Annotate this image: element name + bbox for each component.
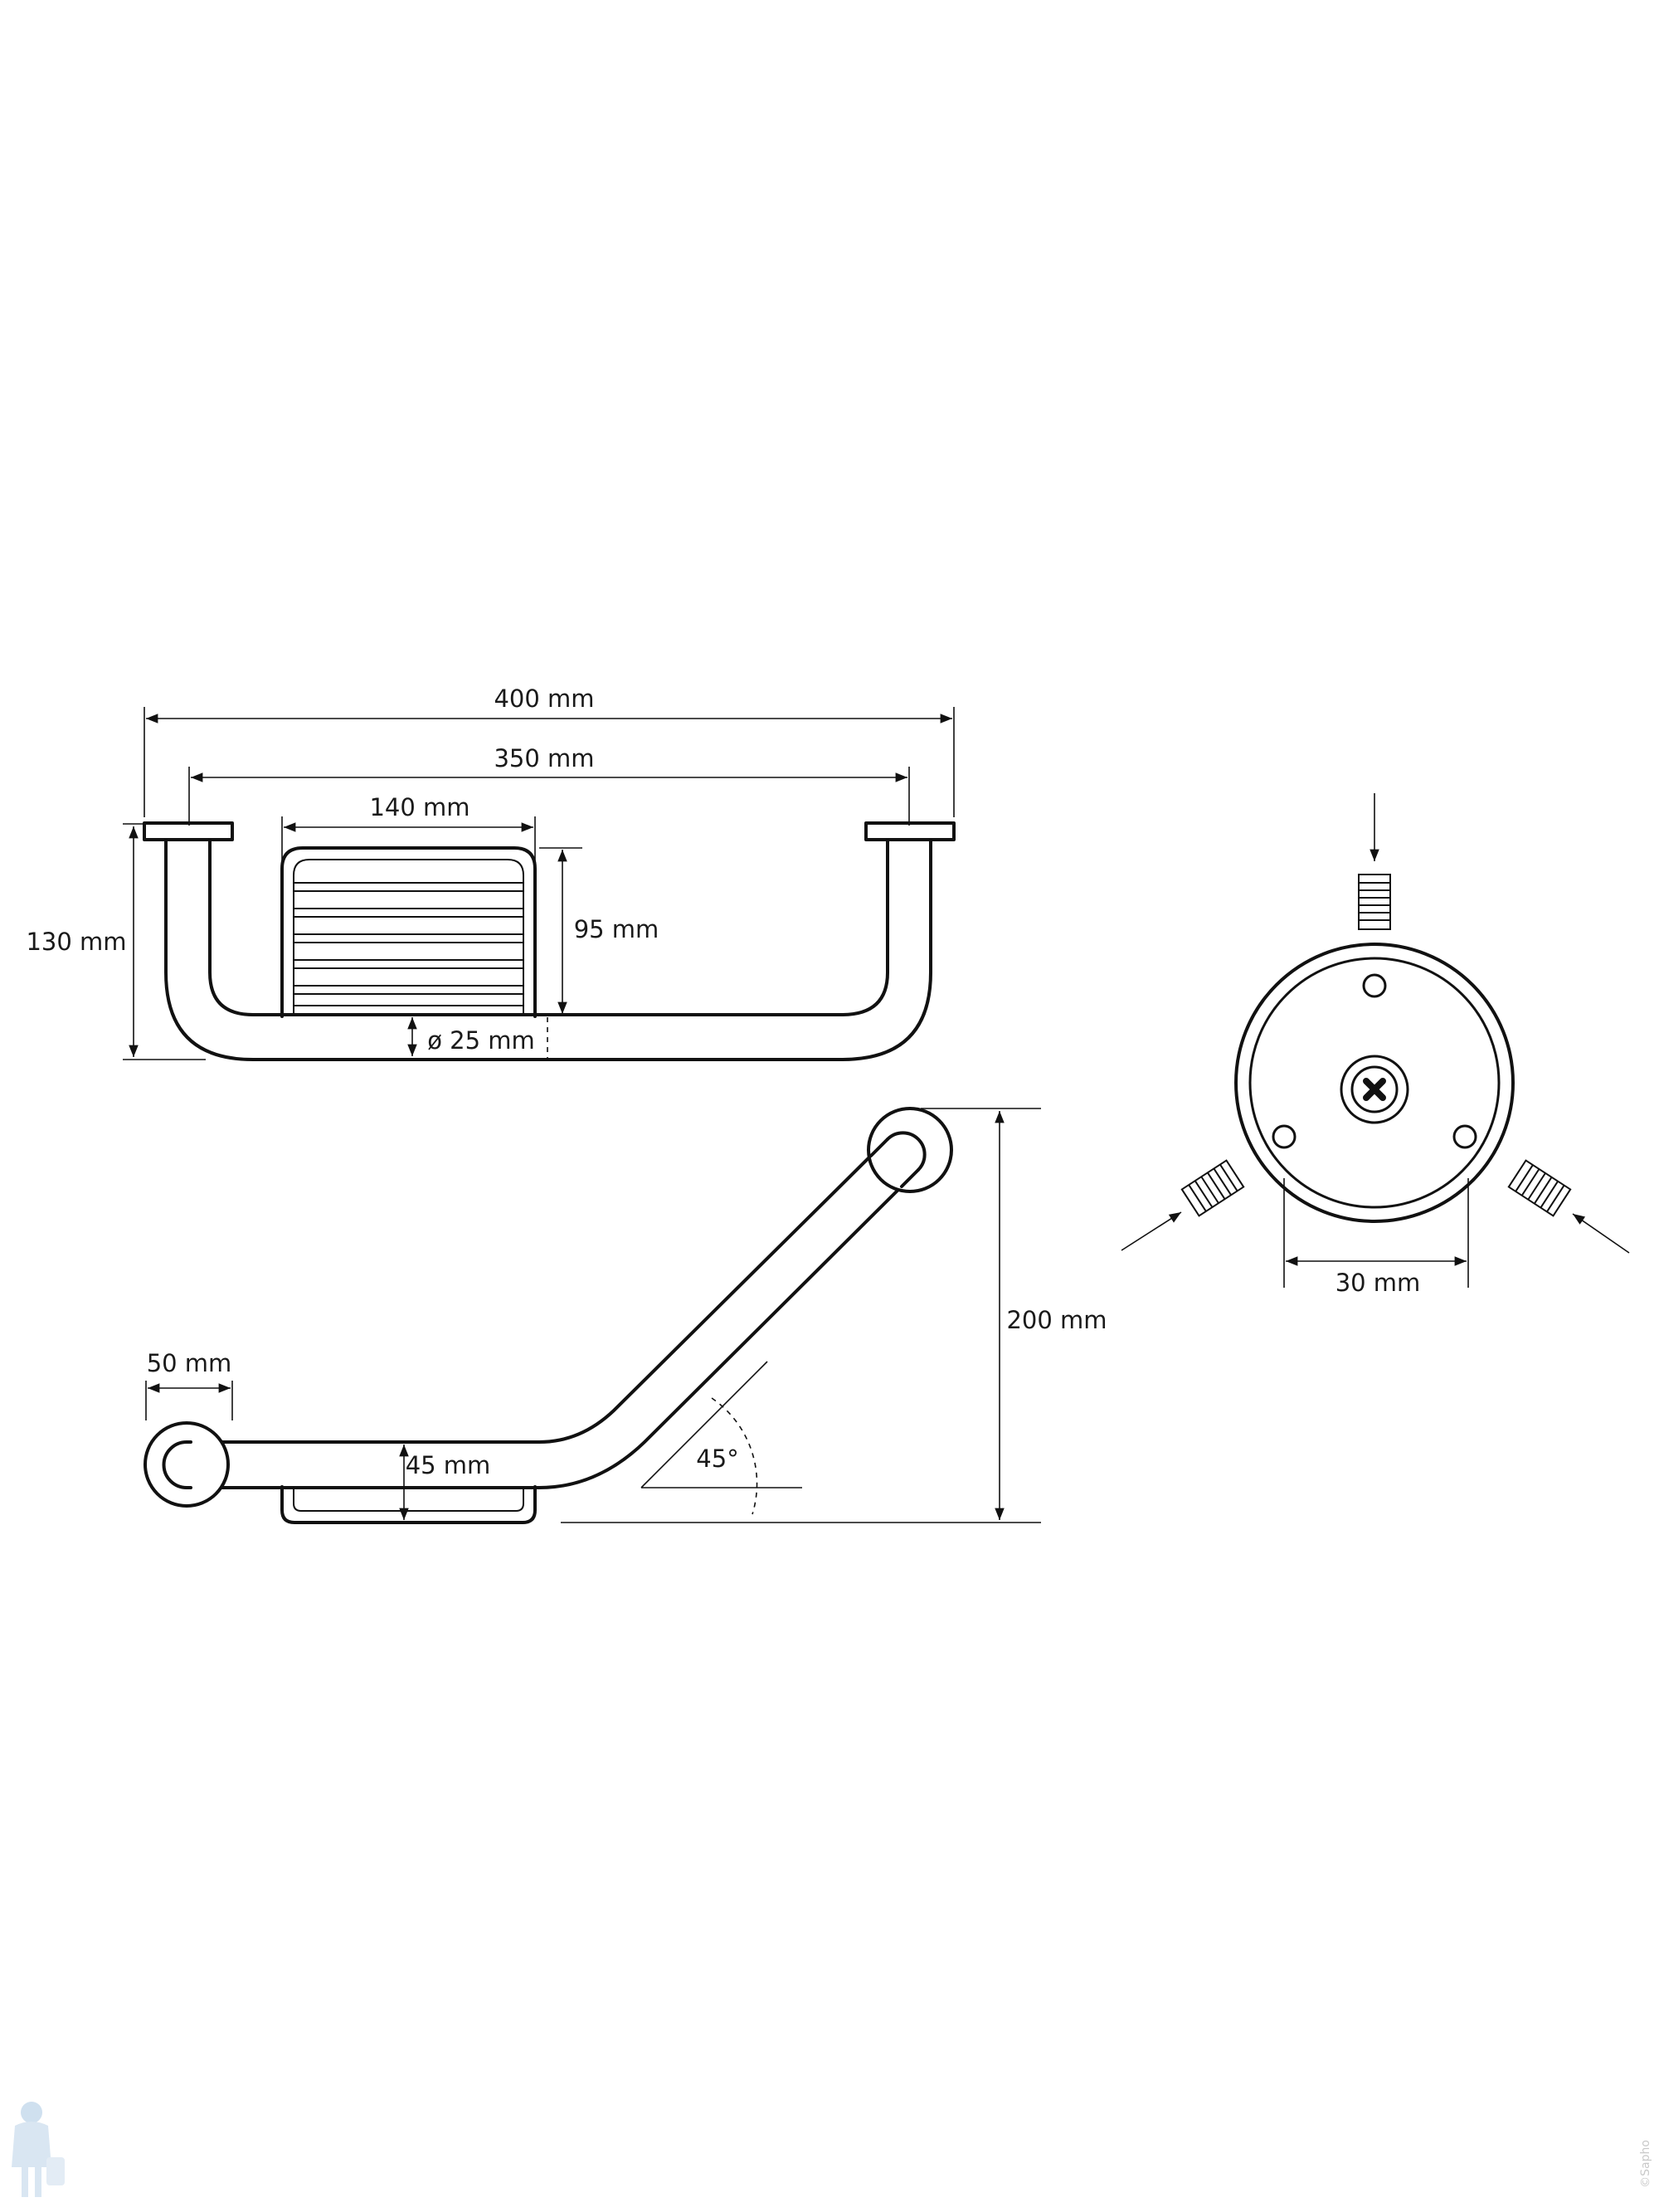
wall-anchor-right [1507, 1159, 1572, 1217]
flange-right-outer [867, 1107, 953, 1193]
dim-label-30: 30 mm [1335, 1269, 1421, 1297]
flange-left-outer [144, 1421, 230, 1508]
dim-label-95: 95 mm [574, 915, 659, 943]
wall-mount-detail: 30 mm [1121, 793, 1630, 1297]
wall-flange-right [864, 821, 956, 841]
dim-label-140: 140 mm [369, 793, 469, 821]
dim-label-130: 130 mm [26, 928, 126, 956]
dim-label-400: 400 mm [494, 685, 594, 713]
logo-mascot [12, 2102, 65, 2197]
angle-label: 45° [696, 1445, 738, 1473]
screw-hole-left [1272, 1124, 1297, 1149]
arrow-left [1121, 1211, 1182, 1251]
screw-hole-right [1452, 1124, 1477, 1149]
front-view: 400 mm 350 mm 140 mm 130 mm 95 mm ø 25 m… [26, 685, 956, 1061]
basket-slats [294, 882, 523, 1006]
cross-icon [1363, 1078, 1386, 1101]
wall-flange-left [143, 821, 234, 841]
wall-anchor-top [1358, 874, 1391, 930]
wall-anchor-left [1180, 1159, 1245, 1217]
top-view: 50 mm 45 mm 45° 200 mm [144, 1107, 1107, 1524]
soap-basket-front [280, 846, 537, 1018]
mount-plate-outer [1234, 943, 1515, 1223]
mount-plate-inner [1248, 957, 1501, 1209]
angled-grab-bar-tube [189, 1131, 927, 1489]
soap-basket-top [280, 1485, 537, 1524]
dim-label-200: 200 mm [1006, 1306, 1107, 1334]
grab-bar-tube [164, 838, 932, 1061]
dim-label-25: ø 25 mm [427, 1026, 535, 1055]
flange-right-inner [886, 1131, 927, 1172]
arrow-right [1572, 1213, 1630, 1254]
dim-label-350: 350 mm [494, 744, 594, 772]
dim-label-50: 50 mm [147, 1349, 232, 1377]
angle-line-diagonal [640, 1361, 768, 1488]
flange-left-inner [162, 1440, 192, 1489]
center-screw [1340, 1055, 1409, 1124]
tube-neck-right [869, 1138, 920, 1188]
dim-label-45: 45 mm [406, 1451, 491, 1479]
watermark-text: ©Sapho [1639, 2140, 1652, 2188]
screw-hole-top [1362, 973, 1387, 998]
